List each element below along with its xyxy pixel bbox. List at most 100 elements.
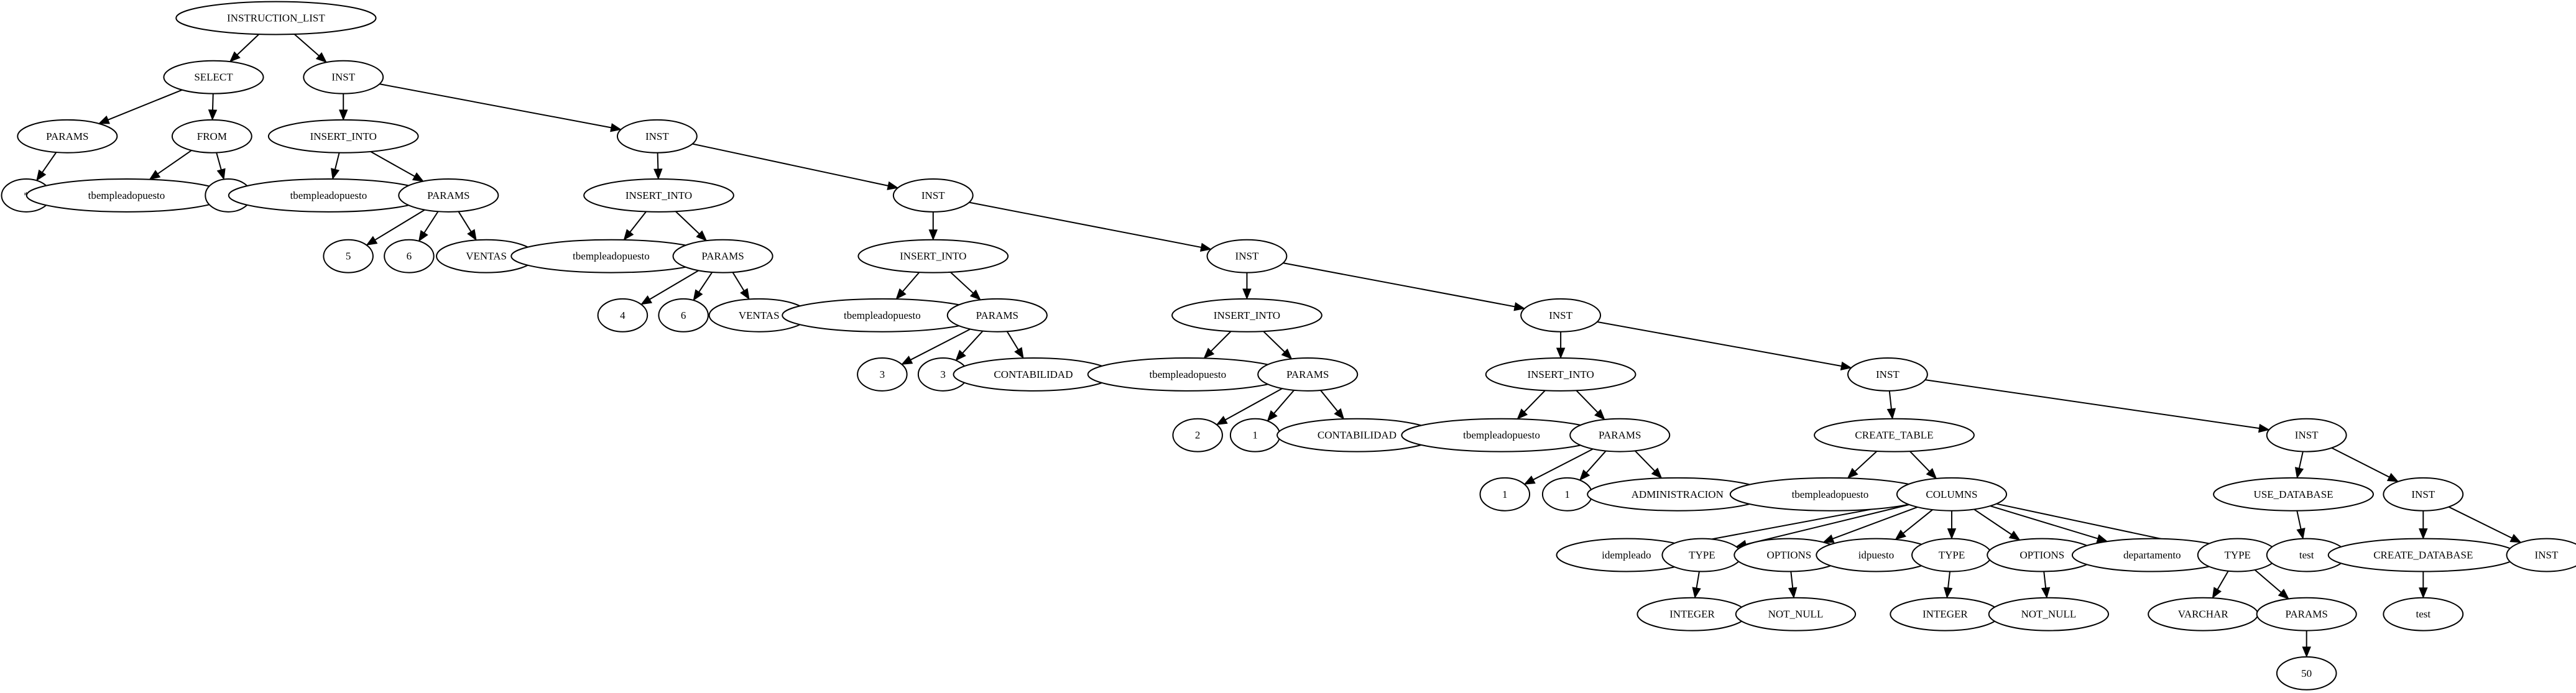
edge-line [1263,331,1285,352]
edge-line [692,143,889,186]
node-ellipse [2256,597,2357,631]
tree-node: 2 [1172,418,1223,452]
tree-edge [1267,390,1295,422]
node-ellipse [597,298,649,333]
tree-node: tbempleadopuesto [1401,418,1602,452]
edge-line [216,152,222,170]
tree-node: PARAMS [1569,418,1671,452]
node-ellipse [1485,357,1637,392]
tree-edge [1847,451,1878,479]
node-label: INSERT_INTO [900,250,966,262]
tree-edge [2302,630,2311,658]
tree-edge [675,211,708,242]
node-label: VENTAS [739,310,780,321]
edge-line [2331,447,2390,478]
arrowhead-icon [740,288,750,300]
tree-node: PARAMS [1257,357,1359,392]
node-ellipse [17,119,118,154]
tree-edge [2294,451,2304,479]
arrowhead-icon [1242,288,1252,300]
tree-edge [692,143,899,190]
edge-line [1854,451,1878,472]
arrowhead-icon [1267,410,1278,422]
tree-node: PARAMS [946,298,1048,333]
edge-line [42,152,57,173]
node-label: OPTIONS [1766,549,1811,561]
tree-node: INSTRUCTION_LIST [175,1,377,35]
tree-node: tbempleadopuesto [1729,477,1931,512]
edge-line [157,150,192,175]
edge-line [1273,390,1295,414]
tree-node: 5 [323,239,374,273]
node-label: tbempleadopuesto [844,310,921,321]
node-label: 2 [1195,429,1201,441]
tree-node: PARAMS [17,119,118,154]
tree-node: CREATE_TABLE [1814,418,1975,452]
arrowhead-icon [696,230,708,242]
edge-line [2448,506,2513,539]
edge-line [1909,451,1930,472]
tree-node: test [2266,538,2347,572]
tree-node: INSERT_INTO [583,178,734,213]
node-ellipse [175,1,377,35]
tree-edge [1634,450,1663,479]
tree-edge [1822,506,1918,543]
tree-edge [1886,390,1896,420]
node-label: NOT_NULL [2021,608,2076,620]
node-label: tbempleadopuesto [1463,429,1540,441]
tree-edge [1692,571,1701,599]
tree-node: ADMINISTRACION [1587,477,1768,512]
tree-edge [1263,331,1293,360]
tree-node: FROM [171,119,252,154]
node-label: NOT_NULL [1768,608,1824,620]
node-label: USE_DATABASE [2254,489,2334,500]
node-label: PARAMS [46,131,88,142]
node-label: INST [2295,429,2319,441]
tree-node: INTEGER [1890,597,2001,631]
arrowhead-icon [1943,587,1953,599]
node-label: 6 [407,250,412,262]
node-ellipse [892,178,974,213]
node-label: 3 [940,369,946,380]
arrowhead-icon [2302,646,2311,658]
node-label: idpuesto [1858,549,1895,561]
edge-line [1597,321,1842,367]
node-label: 50 [2301,668,2312,679]
tree-edge [36,152,57,181]
tree-node: PARAMS [398,178,499,213]
arrowhead-icon [338,109,348,121]
tree-node: idpuesto [1816,538,1937,572]
node-ellipse [2213,477,2374,512]
node-ellipse [857,239,1009,273]
tree-edge [1216,388,1283,425]
tree-edge [1242,272,1252,300]
tree-node: INST [616,119,698,154]
node-label: INST [1549,310,1572,321]
arrowhead-icon [653,168,663,180]
edge-line [698,272,713,293]
tree-edge [1597,321,1852,371]
edge-line [2217,571,2229,590]
tree-edge [216,152,226,180]
tree-node: tbempleadopuesto [25,178,228,213]
tree-edge [949,272,981,301]
tree-node: PARAMS [2256,597,2357,631]
tree-edge [928,211,938,241]
arrowhead-icon [1199,242,1212,252]
edge-line [1533,448,1594,480]
tree-edge [1283,262,1526,311]
node-ellipse [1172,418,1223,452]
node-ellipse [2383,477,2464,512]
node-label: idempleado [1602,549,1651,561]
tree-node: USE_DATABASE [2213,477,2374,512]
tree-edge [1925,379,2270,433]
edge-line [458,211,472,232]
arrowhead-icon [2296,528,2306,540]
arrowhead-icon [640,295,653,305]
arrowhead-icon [969,289,981,301]
arrowhead-icon [2419,528,2428,539]
node-ellipse [1171,298,1323,333]
node-label: INTEGER [1923,608,1968,620]
tree-edge [1579,450,1607,481]
edge-line [1320,390,1339,412]
